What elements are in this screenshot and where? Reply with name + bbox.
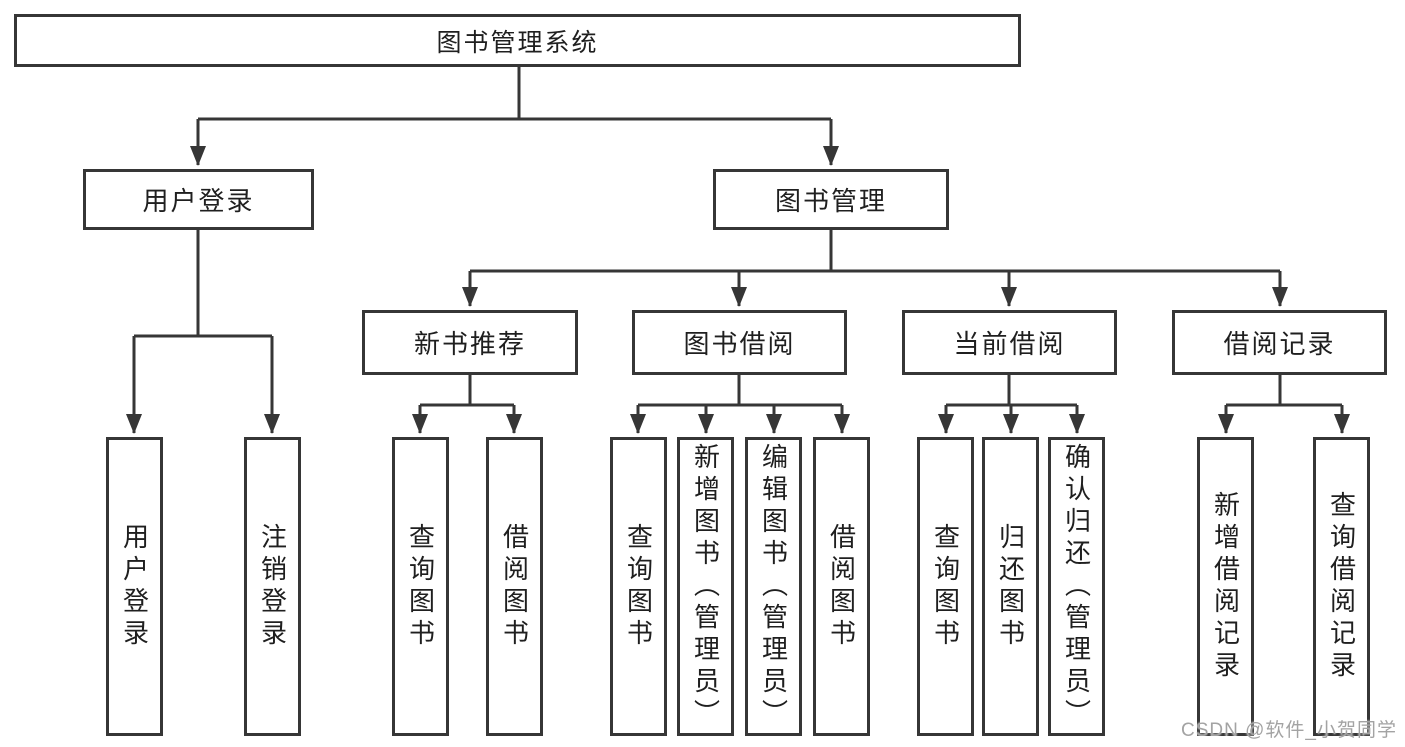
node-book-borrowing: 图书借阅 [632, 310, 847, 375]
leaf-logout: 注销登录 [244, 437, 301, 736]
node-borrowing-records: 借阅记录 [1172, 310, 1387, 375]
leaf-query-books-recommend: 查询图书 [392, 437, 449, 736]
leaf-user-login: 用户登录 [106, 437, 163, 736]
leaf-add-book-admin: 新增图书（管理员） [677, 437, 734, 736]
node-user-login: 用户登录 [83, 169, 314, 230]
leaf-borrow-books-recommend: 借阅图书 [486, 437, 543, 736]
node-library-management-system: 图书管理系统 [14, 14, 1021, 67]
leaf-confirm-return-admin: 确认归还（管理员） [1048, 437, 1105, 736]
node-book-management: 图书管理 [713, 169, 949, 230]
leaf-query-books-borrow: 查询图书 [610, 437, 667, 736]
csdn-watermark: CSDN @软件_小贺同学 [1181, 720, 1397, 741]
leaf-edit-book-admin: 编辑图书（管理员） [745, 437, 802, 736]
leaf-query-borrow-record: 查询借阅记录 [1313, 437, 1370, 736]
leaf-borrow-books: 借阅图书 [813, 437, 870, 736]
leaf-add-borrow-record: 新增借阅记录 [1197, 437, 1254, 736]
leaf-return-book: 归还图书 [982, 437, 1039, 736]
node-current-borrowing: 当前借阅 [902, 310, 1117, 375]
node-new-book-recommend: 新书推荐 [362, 310, 578, 375]
leaf-query-books-current: 查询图书 [917, 437, 974, 736]
